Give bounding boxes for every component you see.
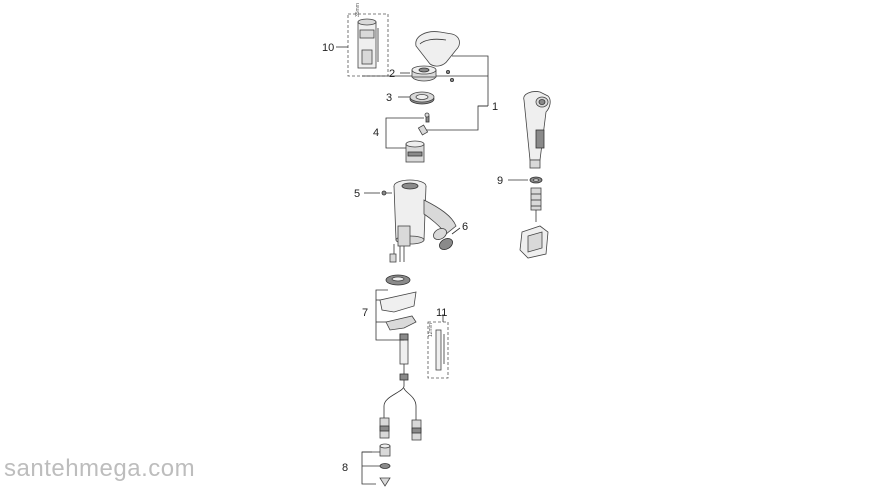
part-6-aerator (433, 228, 453, 250)
shower-hose-and-holder (519, 187, 549, 259)
part-5-screw (381, 190, 392, 196)
part-4-set (405, 112, 430, 163)
part-10-cartridge: 35mm (347, 3, 389, 77)
part-8-connector-set (379, 443, 391, 487)
dim-rod-text: 12mm (428, 323, 434, 337)
callout-5: 5 (354, 188, 360, 200)
callout-6: 6 (462, 221, 468, 233)
part-9-washer (529, 176, 543, 184)
watermark-text: santehmega.com (4, 455, 196, 482)
part-1-lever-handle (415, 31, 460, 83)
part-11-threaded-rod: 12mm (427, 321, 449, 379)
mixer-body (389, 179, 457, 263)
hand-shower (523, 91, 551, 169)
callout-11: 11 (436, 307, 447, 319)
callout-9: 9 (497, 175, 503, 187)
callout-7: 7 (362, 307, 368, 319)
part-7-mounting-set (379, 274, 417, 365)
part-2-cap (411, 65, 437, 82)
callout-1: 1 (492, 101, 498, 113)
callout-10: 10 (322, 42, 334, 54)
part-3-nut (409, 91, 435, 105)
callout-4: 4 (373, 127, 379, 139)
callout-8: 8 (342, 462, 348, 474)
dim-cartridge-text: 35mm (355, 3, 361, 17)
flex-hoses (379, 364, 422, 441)
callout-3: 3 (386, 92, 392, 104)
callout-2: 2 (389, 68, 395, 80)
